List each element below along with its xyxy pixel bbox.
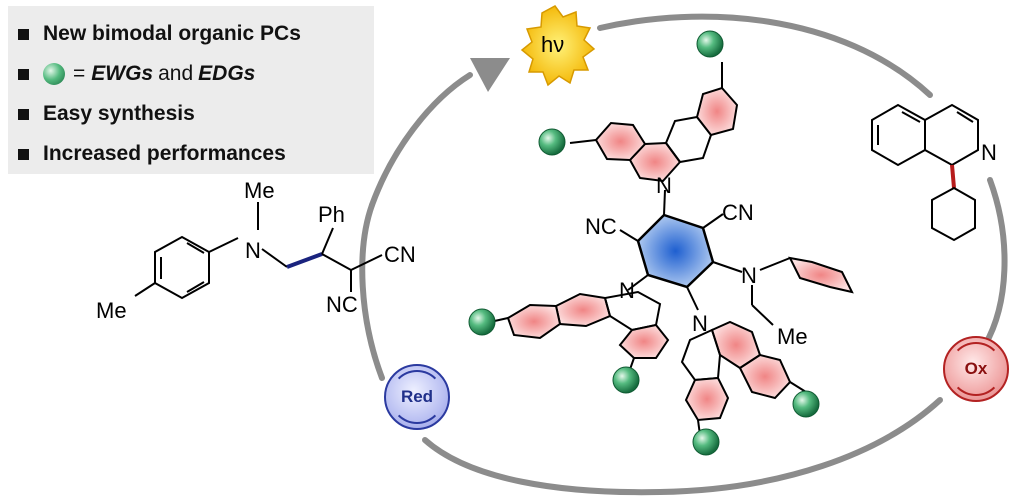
feature-item-ewg-edg: =EWGs and EDGs <box>18 54 374 94</box>
reductant-labels: Me N Me Ph CN NC <box>96 178 416 323</box>
cycle-arrow-icon <box>949 342 1003 396</box>
feature-item-perf: Increased performances <box>18 134 374 174</box>
substituent-sphere-icon <box>538 128 566 156</box>
ox-label: Ox <box>964 359 988 378</box>
bullet-square-icon <box>18 68 29 80</box>
bullet-square-icon <box>18 108 29 120</box>
product-molecule <box>871 103 979 242</box>
bullet-square-icon <box>18 148 29 160</box>
equals-sign: = <box>73 62 86 85</box>
carbazole-n-label: N <box>619 278 635 303</box>
product-labels: N <box>981 140 997 165</box>
edg-text: EDGs <box>198 62 256 85</box>
carbazole-n-label: N <box>692 311 708 336</box>
cycle-arrow-left <box>359 202 385 381</box>
green-sphere-icon <box>43 63 65 85</box>
features-list: New bimodal organic PCs =EWGs and EDGs E… <box>8 6 374 174</box>
substituent-sphere-icon <box>696 30 724 58</box>
cycle-arrow-icon <box>390 370 444 424</box>
and-text: and <box>158 62 194 85</box>
cycle-arrow-bottom <box>422 397 943 496</box>
amine-n-label: N <box>741 263 757 288</box>
cycle-arrow-top-right <box>597 13 933 98</box>
feature-text: Increased performances <box>43 142 286 165</box>
central-benzene-core <box>636 213 715 289</box>
nitrile-label: CN <box>722 200 754 225</box>
nitrile-label: NC <box>585 214 617 239</box>
light-label: hν <box>541 32 564 57</box>
red-label: Red <box>400 387 434 406</box>
isoquinoline-n-label: N <box>981 140 997 165</box>
n-methyl-label: Me <box>244 178 275 203</box>
methyl-label: Me <box>96 298 127 323</box>
bullet-square-icon <box>18 28 29 40</box>
nitrile-label: NC <box>326 292 358 317</box>
feature-item-easy: Easy synthesis <box>18 94 374 134</box>
reduction-step-badge: Red <box>384 364 450 430</box>
sun-icon: hν <box>520 5 596 87</box>
cycle-arrow-top-left <box>369 72 473 208</box>
reductant-molecule <box>134 202 383 300</box>
carbazole-n-label: N <box>656 173 672 198</box>
catalyst-labels: N NC CN N N N Me <box>585 173 808 349</box>
ewg-text: EWGs <box>91 62 154 85</box>
catalyst-molecule <box>468 30 854 456</box>
cycle-arrow-head <box>470 58 510 92</box>
substituent-sphere-icon <box>792 390 820 418</box>
ethyl-me-label: Me <box>777 324 808 349</box>
cycle-arrows <box>359 13 1008 496</box>
nitrile-label: CN <box>384 242 416 267</box>
oxidation-step-badge: Ox <box>943 336 1009 402</box>
amine-n-label: N <box>245 238 261 263</box>
phenyl-label: Ph <box>318 202 345 227</box>
substituent-sphere-icon <box>468 308 496 336</box>
cycle-arrow-right <box>982 177 1008 348</box>
feature-text: Easy synthesis <box>43 102 195 125</box>
feature-item-new: New bimodal organic PCs <box>18 14 374 54</box>
substituent-sphere-icon <box>612 366 640 394</box>
features-box: New bimodal organic PCs =EWGs and EDGs E… <box>8 6 374 174</box>
substituent-sphere-icon <box>692 428 720 456</box>
feature-text: New bimodal organic PCs <box>43 22 301 45</box>
